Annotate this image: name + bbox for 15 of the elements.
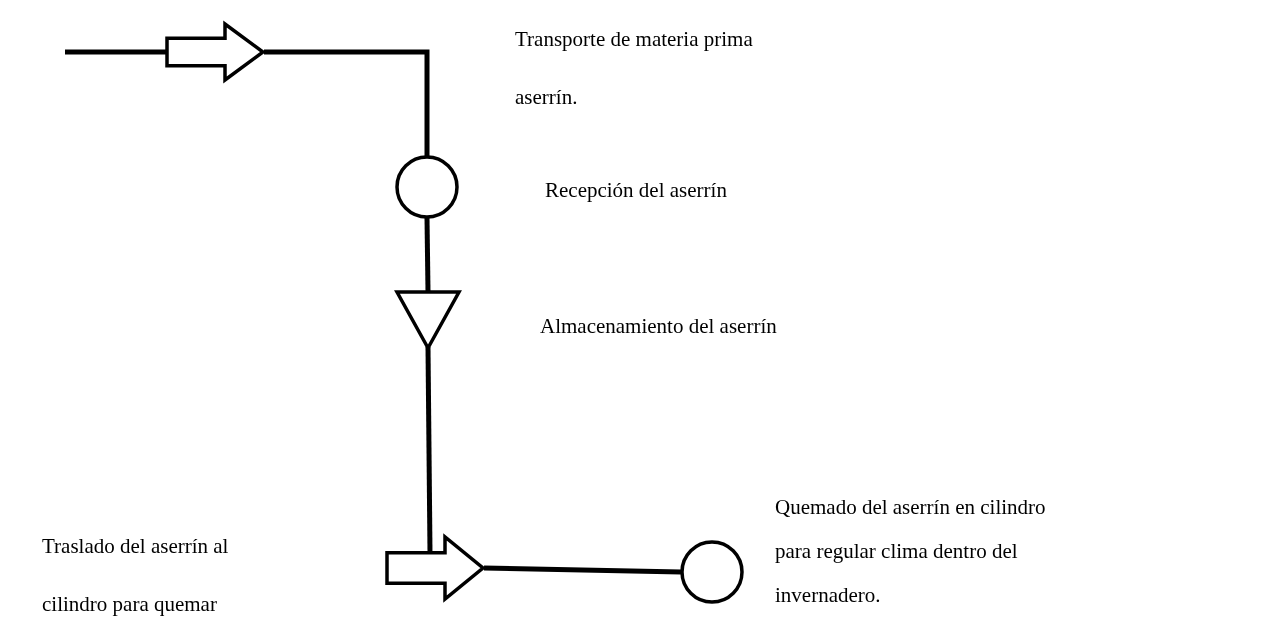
step-description: Quemado del aserrín en cilindro para regular clima dentro del invernadero.	[775, 494, 1047, 609]
storage-triangle	[395, 290, 461, 350]
operation-circle	[680, 540, 744, 604]
flow-line	[483, 565, 682, 575]
step-description: Almacenamiento del aserrín	[540, 313, 778, 340]
step-description: Traslado del aserrín al cilindro para quemar	[42, 533, 230, 618]
step-description: Recepción del aserrín	[545, 177, 728, 204]
flow-line	[264, 49, 430, 156]
step-description: Transporte de materia prima aserrín.	[515, 26, 754, 111]
flow-line	[425, 346, 433, 553]
block-arrow-symbol	[385, 535, 485, 601]
flow-line	[65, 49, 166, 55]
block-arrow-symbol	[165, 22, 265, 82]
operation-circle	[395, 155, 459, 219]
flow-line	[424, 217, 431, 292]
